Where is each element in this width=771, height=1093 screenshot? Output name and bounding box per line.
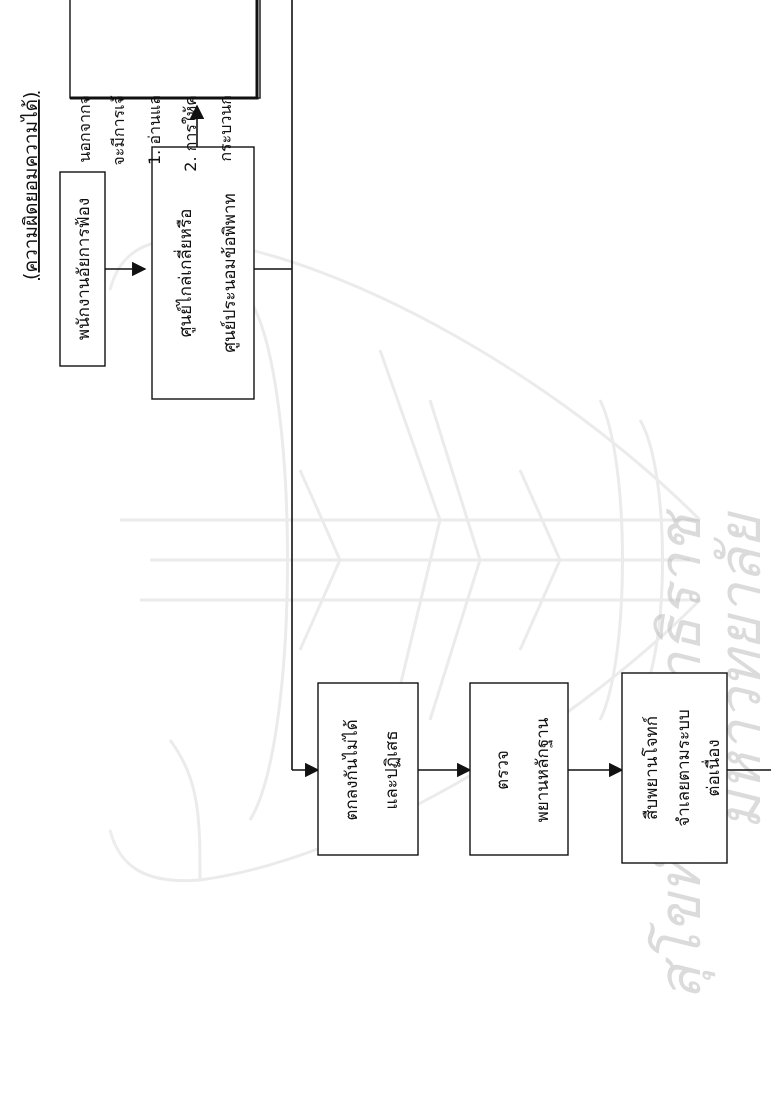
note-line-3: 1. อ่านแล [145, 95, 164, 165]
box-note [69, 0, 261, 100]
witness-line-1: สืบพยานโจทก์ [641, 716, 662, 820]
note-line-2: จะมีการเจ้ [109, 95, 128, 166]
box-prosecutor [59, 171, 106, 367]
box-mediation [151, 146, 255, 400]
mediation-line-1: ศูนย์ไกล่เกลี่ยหรือ [173, 209, 196, 338]
mediation-line-2: ศูนย์ประนอมข้อพิพาท [220, 193, 240, 352]
evidence-line-1: ตรวจ [493, 750, 513, 790]
note-line-4: 2. การให้ค [181, 95, 200, 172]
connectors [105, 0, 771, 778]
note-line-1: นอกจากจ [75, 95, 94, 163]
witness-line-2: จำเลยตามระบบ [674, 709, 694, 826]
witness-line-3: ต่อเนื่อง [701, 739, 724, 796]
evidence-line-2: พยานหลักฐาน [533, 717, 553, 822]
box-disagree [317, 682, 419, 856]
prosecutor-label: พนักงานอัยการฟ้อง [74, 198, 94, 340]
note-line-5: กระบวนก [216, 95, 235, 162]
disagree-line-2: และปฏิเสธ [382, 730, 402, 809]
disagree-line-1: ตกลงกันไม่ได้ [341, 719, 362, 820]
heading: (ความผิดยอมความได้) [20, 92, 42, 280]
box-witness [621, 672, 728, 864]
box-evidence [469, 682, 569, 856]
